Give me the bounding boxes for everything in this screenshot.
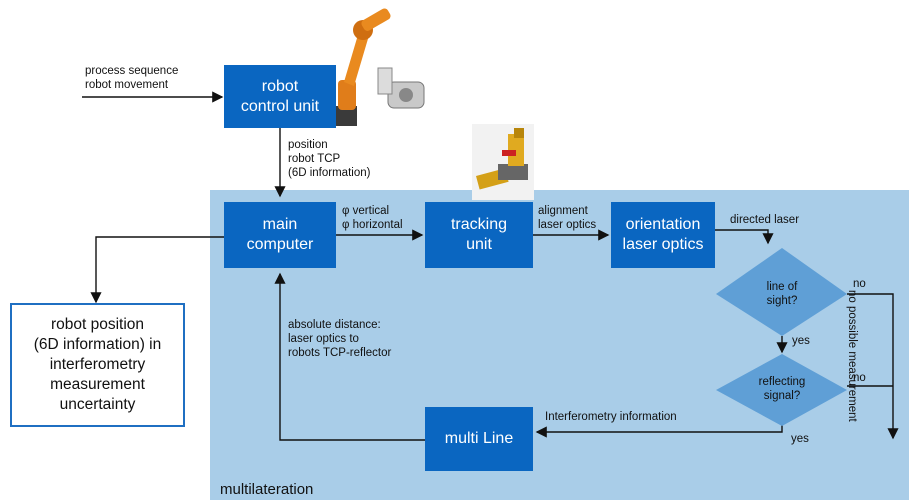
- multilateration-label: multilateration: [220, 481, 314, 498]
- yes-label-2: yes: [791, 433, 809, 445]
- no-possible-measurement-label: no possible measurement: [846, 290, 858, 422]
- main-computer-box: main computer: [224, 202, 336, 268]
- multi-line-box: multi Line: [425, 407, 533, 471]
- position-robot-tcp-label: position robot TCP (6D information): [288, 139, 371, 179]
- alignment-laser-optics-label: alignment laser optics: [538, 205, 597, 231]
- no-label-1: no: [853, 278, 866, 290]
- tracking-unit-box: tracking unit: [425, 202, 533, 268]
- line-of-sight-text: line of sight?: [766, 281, 798, 307]
- robot-control-unit-box: robot control unit: [224, 65, 336, 128]
- no-label-2: no: [853, 372, 866, 384]
- robot-position-output-box: robot position (6D information) in inter…: [10, 303, 185, 427]
- phi-angles-label: φ vertical φ horizontal: [342, 205, 403, 231]
- directed-laser-label: directed laser: [730, 214, 800, 226]
- decision-line-of-sight: [716, 248, 847, 336]
- process-sequence-label: process sequence robot movement: [85, 65, 179, 91]
- reflecting-signal-text: reflecting signal?: [758, 376, 806, 402]
- decision-reflecting-signal: [716, 354, 847, 426]
- absolute-distance-label: absolute distance: laser optics to robot…: [288, 319, 392, 359]
- robot-arm-illustration: [335, 8, 425, 126]
- orientation-laser-optics-box: orientation laser optics: [611, 202, 715, 268]
- tracking-unit-illustration: [472, 124, 534, 200]
- interferometry-information-label: Interferometry information: [545, 411, 677, 423]
- yes-label-1: yes: [792, 335, 810, 347]
